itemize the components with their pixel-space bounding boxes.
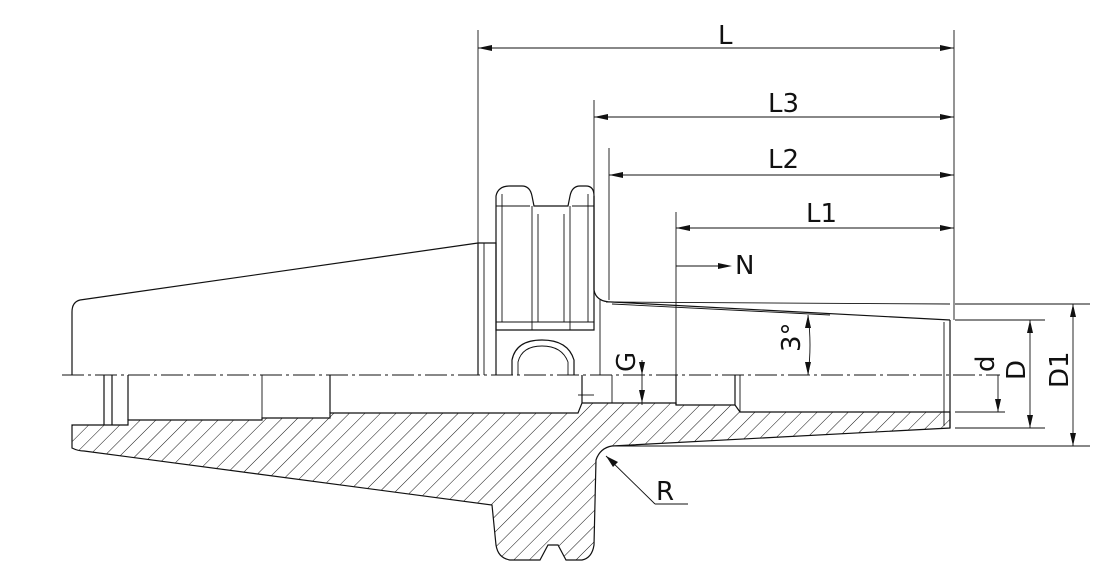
label-L: L xyxy=(718,21,733,51)
dim-D1 xyxy=(1070,304,1076,446)
taper-shank-outline xyxy=(71,242,479,375)
label-L3: L3 xyxy=(768,89,799,119)
dim-angle xyxy=(805,314,811,376)
body-outer-profile xyxy=(593,196,951,321)
dim-L1 xyxy=(676,225,954,231)
inner-bore xyxy=(103,375,741,425)
label-N: N xyxy=(735,251,754,281)
dim-D xyxy=(1027,320,1033,428)
label-angle: 3° xyxy=(777,322,807,352)
dim-d xyxy=(995,375,1001,412)
label-D1: D1 xyxy=(1045,351,1075,388)
label-L1: L1 xyxy=(806,199,837,229)
dim-R-leader xyxy=(605,455,688,505)
label-d: d xyxy=(971,355,1001,372)
flange-v-groove xyxy=(495,185,595,375)
dim-L2 xyxy=(609,172,954,178)
dim-L xyxy=(478,45,954,51)
section-hatch xyxy=(71,402,951,561)
dim-N xyxy=(676,263,732,269)
label-G: G xyxy=(612,352,642,372)
label-R: R xyxy=(656,477,674,507)
label-D: D xyxy=(1002,360,1032,380)
dim-G xyxy=(639,360,645,405)
dim-L3 xyxy=(594,114,954,120)
label-L2: L2 xyxy=(768,145,799,175)
